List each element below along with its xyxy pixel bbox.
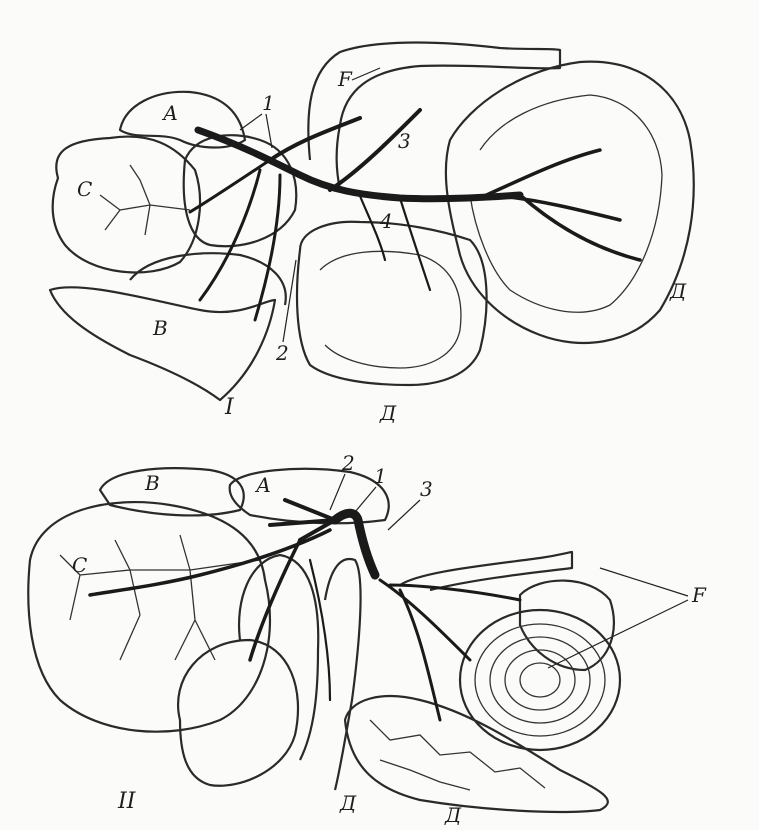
panel-1-label-c: С	[77, 177, 92, 201]
panel-1-label-a: А	[161, 101, 178, 125]
panel-1-label-2: 2	[275, 341, 289, 365]
panel-1-label-d-bottom: Д	[379, 401, 397, 425]
panel-1-label-b: В	[152, 316, 168, 340]
panel-1-label-4: 4	[379, 209, 393, 233]
panel-1-label-f: F	[337, 67, 353, 91]
panel-1-label-3: 3	[398, 129, 411, 153]
panel-2-label-a: А	[254, 473, 271, 497]
panel-2-label-c: С	[72, 553, 87, 577]
panel-2-label-2: 2	[341, 451, 355, 475]
panel-2-label-d-right: Д	[444, 803, 462, 827]
panel-2-label-f: F	[691, 583, 707, 607]
panel-2-label-b: В	[144, 471, 160, 495]
panel-1-label-1: 1	[262, 91, 275, 115]
panel-2-label-3: 3	[420, 477, 433, 501]
panel-1-label-d-right: Д	[669, 279, 687, 303]
panel-2-label-d-left: Д	[339, 791, 357, 815]
panel-1-roman-label: I	[224, 395, 235, 420]
panel-2-label-1: 1	[374, 464, 387, 488]
panel-2-roman-label: II	[117, 789, 137, 814]
